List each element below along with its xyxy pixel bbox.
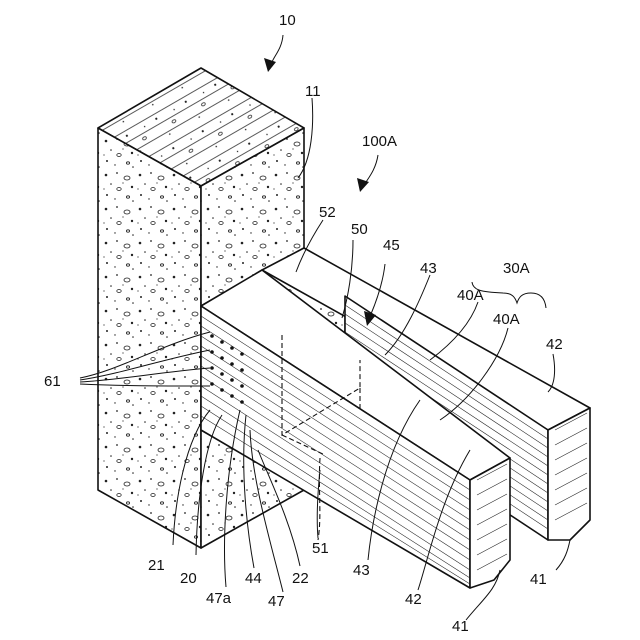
column-left-face bbox=[98, 128, 201, 548]
label-11: 11 bbox=[305, 83, 321, 100]
label-20: 20 bbox=[180, 570, 197, 587]
label-45: 45 bbox=[383, 237, 400, 254]
front-board-end bbox=[470, 458, 510, 588]
label-52: 52 bbox=[319, 204, 336, 221]
label-50: 50 bbox=[351, 221, 368, 238]
label-41-right: 41 bbox=[530, 571, 547, 588]
label-21: 21 bbox=[148, 557, 165, 574]
label-42-bottom: 42 bbox=[405, 591, 422, 608]
label-42-top: 42 bbox=[546, 336, 563, 353]
arrow-100A bbox=[357, 155, 378, 192]
label-44: 44 bbox=[245, 570, 262, 587]
label-47: 47 bbox=[268, 593, 285, 610]
label-40A-front: 40A bbox=[493, 311, 520, 328]
label-51: 51 bbox=[312, 540, 329, 557]
label-30A: 30A bbox=[503, 260, 530, 277]
arrow-10 bbox=[264, 35, 283, 72]
rear-board-end bbox=[548, 408, 590, 540]
label-43-bottom: 43 bbox=[353, 562, 370, 579]
label-41-bottom: 41 bbox=[452, 618, 469, 635]
label-10: 10 bbox=[279, 12, 296, 29]
label-61: 61 bbox=[44, 373, 61, 390]
label-100A: 100A bbox=[362, 133, 397, 150]
label-47a: 47a bbox=[206, 590, 232, 607]
label-40A-rear: 40A bbox=[457, 287, 484, 304]
label-22: 22 bbox=[292, 570, 309, 587]
label-43-top: 43 bbox=[420, 260, 437, 277]
